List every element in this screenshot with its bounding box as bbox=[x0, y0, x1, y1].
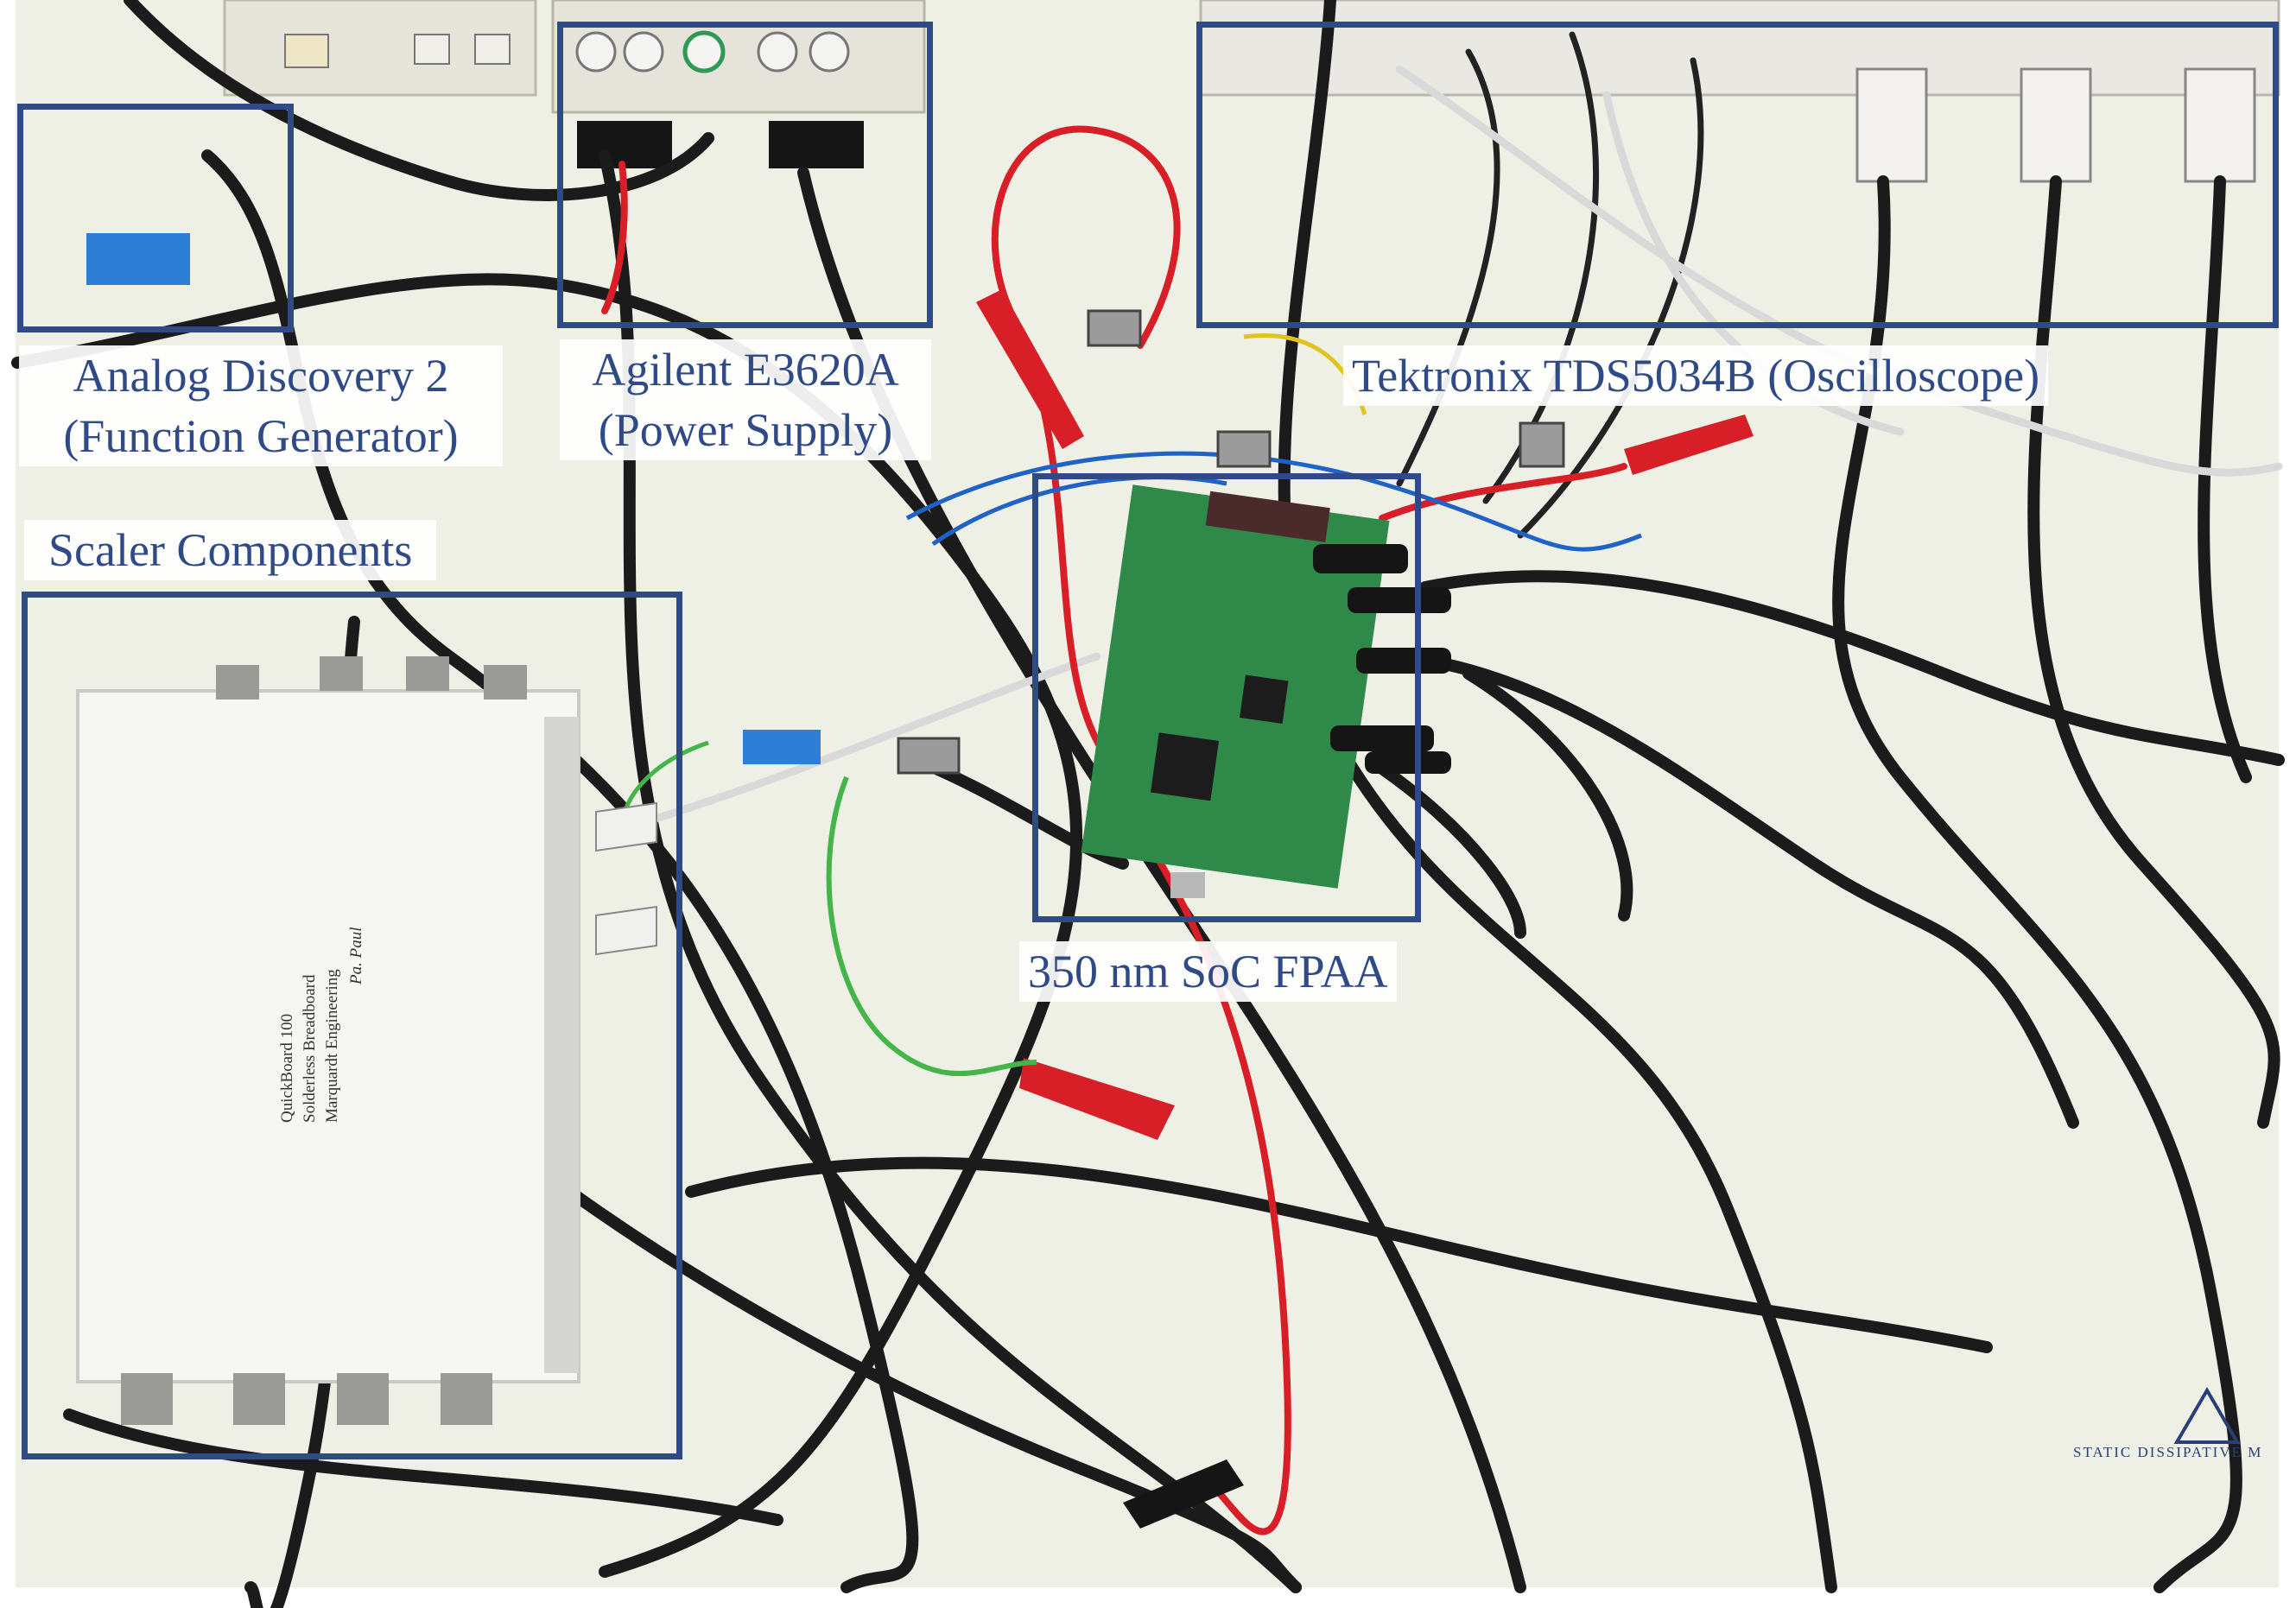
breadboard-handwriting: Pa. Paul bbox=[347, 927, 365, 985]
mat-logo-icon bbox=[2173, 1387, 2241, 1444]
binding-post bbox=[575, 31, 617, 73]
white-border-left bbox=[0, 0, 16, 1608]
analog-discovery-box bbox=[17, 104, 294, 332]
breadboard-line2: Solderless Breadboard bbox=[301, 974, 319, 1123]
agilent-label-line1: Agilent E3620A bbox=[592, 344, 899, 396]
analog-discovery-label: Analog Discovery 2 (Function Generator) bbox=[19, 345, 503, 466]
fpaa-box bbox=[1032, 473, 1421, 922]
agilent-label-line2: (Power Supply) bbox=[598, 404, 893, 456]
green-lead bbox=[826, 776, 1037, 1076]
analog-discovery-label-line1: Analog Discovery 2 bbox=[73, 350, 449, 402]
blue-tape-analog bbox=[86, 233, 190, 285]
fpaa-chip bbox=[1240, 674, 1289, 725]
breadboard-bnc bbox=[121, 656, 527, 1425]
agilent-box bbox=[557, 22, 933, 328]
meter-button bbox=[284, 34, 329, 68]
tektronix-label: Tektronix TDS5034B (Oscilloscope) bbox=[1343, 345, 2049, 406]
scaler-label: Scaler Components bbox=[24, 520, 437, 580]
probe-head bbox=[1855, 67, 1928, 183]
binding-post bbox=[757, 31, 798, 73]
fpaa-label: 350 nm SoC FPAA bbox=[1019, 941, 1397, 1002]
tektronix-box bbox=[1196, 22, 2279, 328]
binding-post bbox=[623, 31, 664, 73]
breadboard-line1: QuickBoard 100 bbox=[278, 1013, 296, 1123]
cable-connector bbox=[1123, 1459, 1244, 1529]
breadboard-label: QuickBoard 100 Solderless Breadboard Mar… bbox=[276, 969, 344, 1123]
bnc-adapter bbox=[577, 121, 672, 168]
white-clip bbox=[595, 801, 657, 852]
scope-probe-tips bbox=[1313, 544, 1451, 774]
oscilloscope-panel bbox=[1199, 0, 2280, 97]
white-border-bottom bbox=[0, 1587, 2296, 1608]
blue-tape bbox=[743, 730, 821, 764]
analog-discovery-label-line2: (Function Generator) bbox=[63, 410, 459, 462]
breadboard-body bbox=[76, 689, 580, 1383]
red-alligator-clip bbox=[1019, 1058, 1175, 1140]
white-clip bbox=[595, 905, 657, 956]
meter-button bbox=[474, 34, 511, 65]
white-border-right bbox=[2279, 0, 2296, 1608]
binding-post bbox=[809, 31, 850, 73]
bnc-connectors bbox=[897, 309, 1565, 775]
usb-connector bbox=[1170, 872, 1205, 898]
probe-head bbox=[2020, 67, 2092, 183]
red-hook-clip bbox=[1624, 415, 1754, 475]
red-hook-clip bbox=[976, 289, 1084, 449]
breadboard-line3: Marquardt Engineering bbox=[323, 969, 341, 1123]
mat-printed-text: STATIC DISSIPATIVE M bbox=[2073, 1444, 2263, 1460]
meter-button bbox=[414, 34, 450, 65]
fpaa-header bbox=[1205, 491, 1330, 542]
scaler-box bbox=[22, 592, 682, 1459]
binding-post bbox=[682, 30, 726, 73]
agilent-label: Agilent E3620A (Power Supply) bbox=[560, 339, 931, 460]
fpaa-chip bbox=[1150, 732, 1220, 801]
bnc-adapter bbox=[769, 121, 864, 168]
breadboard-edge bbox=[544, 717, 579, 1373]
